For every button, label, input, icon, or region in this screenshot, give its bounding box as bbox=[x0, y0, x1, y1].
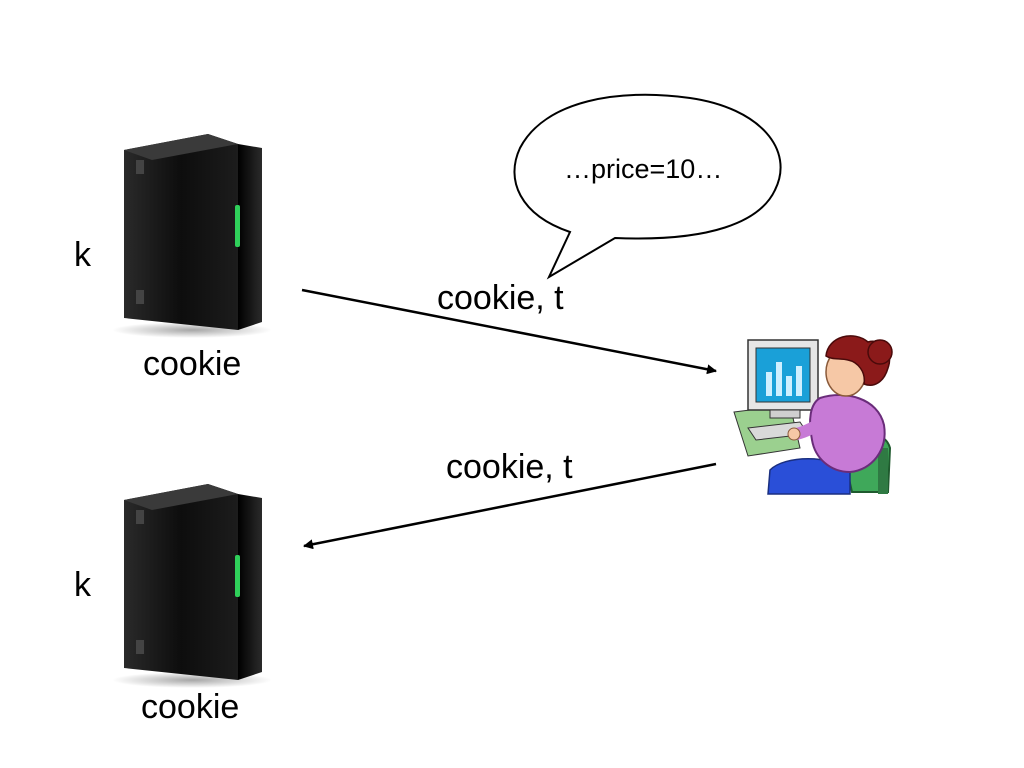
server-bottom bbox=[112, 484, 272, 688]
server-tower-icon bbox=[112, 134, 272, 338]
server-top-key-label: k bbox=[74, 236, 91, 274]
arrow-label-user-to-server: cookie, t bbox=[446, 448, 573, 486]
arrow-server-to-user bbox=[301, 288, 717, 375]
server-bottom-caption: cookie bbox=[141, 688, 240, 726]
server-tower-icon bbox=[112, 484, 272, 688]
server-bottom-key-label: k bbox=[74, 566, 91, 604]
server-top bbox=[112, 134, 272, 338]
speech-bubble bbox=[513, 93, 782, 280]
arrow-label-server-to-user: cookie, t bbox=[437, 279, 564, 317]
arrow-user-to-server bbox=[303, 462, 717, 550]
server-top-caption: cookie bbox=[143, 345, 242, 383]
speech-bubble-text: …price=10… bbox=[564, 154, 723, 184]
person-at-computer-icon bbox=[733, 335, 893, 495]
